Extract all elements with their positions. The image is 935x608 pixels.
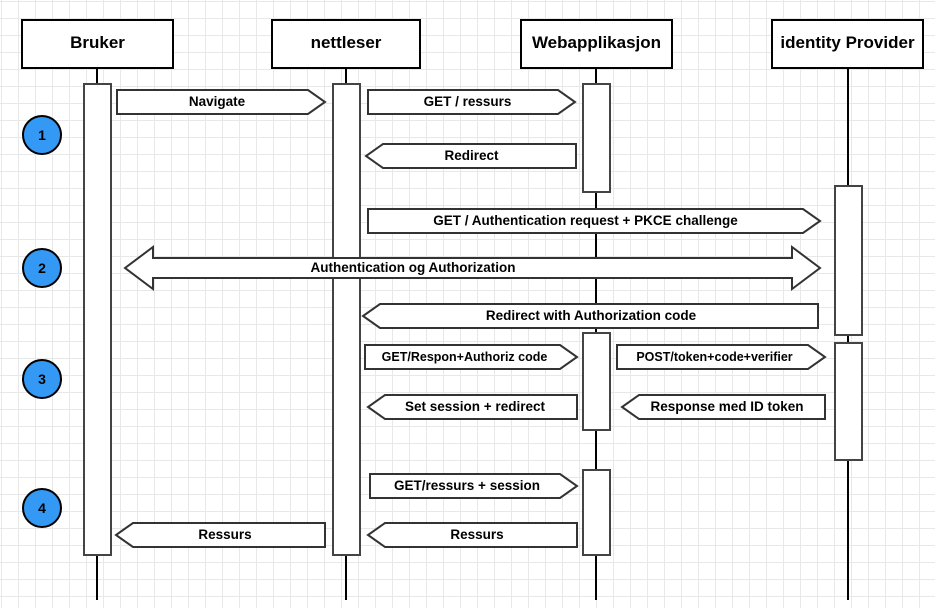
arrow-get-ressurs[interactable] <box>367 89 577 115</box>
step-circle-1[interactable] <box>22 115 62 155</box>
activation-nettleser-1 <box>332 83 361 556</box>
step-circles <box>22 115 62 528</box>
arrow-ressurs-to-nettleser[interactable] <box>366 522 578 548</box>
activation-webapp-3 <box>582 469 611 556</box>
step-circle-4[interactable] <box>22 488 62 528</box>
actor-boxes <box>21 19 924 69</box>
activation-webapp-2 <box>582 332 611 431</box>
actor-box-bruker[interactable] <box>21 19 174 69</box>
actor-box-idp[interactable] <box>771 19 924 69</box>
arrow-auth-request-pkce[interactable] <box>367 208 822 234</box>
activation-webapp-1 <box>582 83 611 193</box>
actor-box-nettleser[interactable] <box>271 19 421 69</box>
arrow-ressurs-to-bruker[interactable] <box>114 522 326 548</box>
arrow-get-response-authoriz-code[interactable] <box>364 344 579 370</box>
arrow-redirect[interactable] <box>364 143 577 169</box>
activation-idp-1 <box>834 185 863 336</box>
arrow-redirect-with-auth-code[interactable] <box>361 303 819 329</box>
arrow-navigate[interactable] <box>116 89 327 115</box>
activation-bruker-1 <box>83 83 112 556</box>
arrow-post-token-code-verifier[interactable] <box>616 344 827 370</box>
step-circle-2[interactable] <box>22 248 62 288</box>
message-arrows <box>114 89 827 548</box>
arrow-authentication-og-authorization[interactable] <box>123 245 822 291</box>
arrow-set-session-redirect[interactable] <box>366 394 578 420</box>
arrow-response-med-id-token[interactable] <box>620 394 826 420</box>
activation-idp-2 <box>834 342 863 461</box>
activation-bars <box>83 83 863 556</box>
arrow-get-ressurs-session[interactable] <box>369 473 579 499</box>
actor-box-webapp[interactable] <box>520 19 673 69</box>
step-circle-3[interactable] <box>22 359 62 399</box>
